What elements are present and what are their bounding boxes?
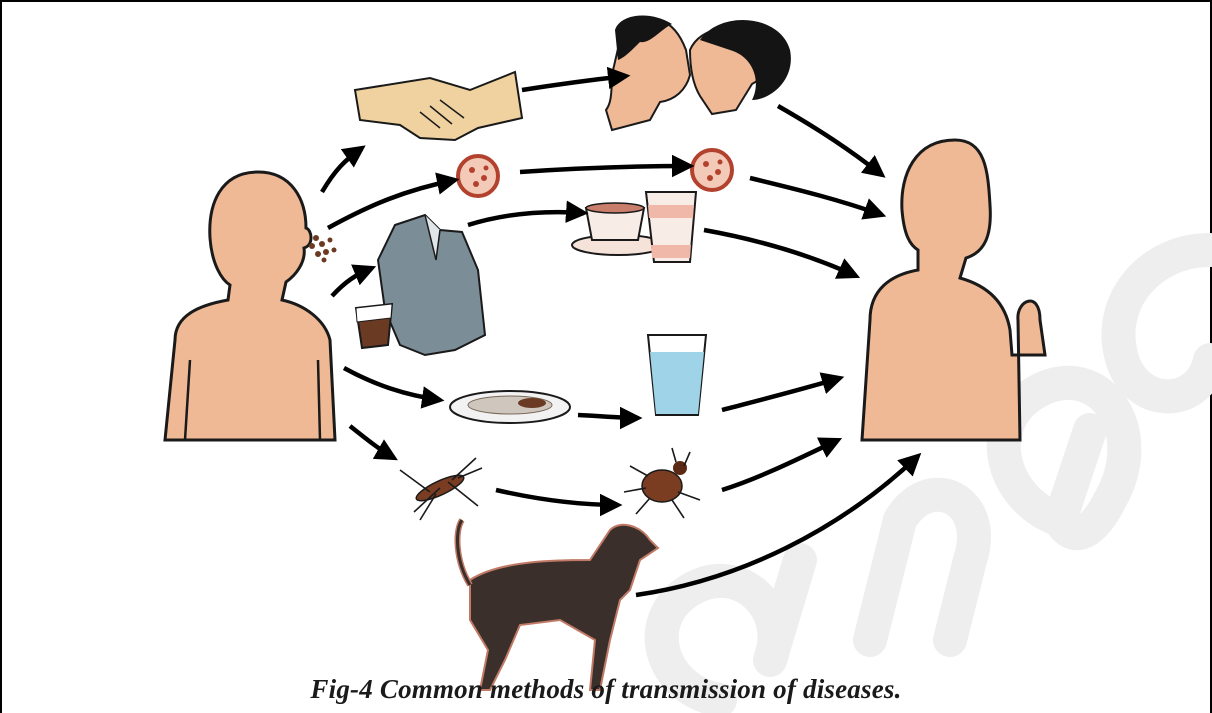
water-glass-icon [648,335,706,415]
figure-caption: Fig-4 Common methods of transmission of … [0,674,1212,705]
contaminated-clothes-icon [356,215,485,355]
food-plate-icon [450,391,570,423]
insect-vector-icon [400,458,482,520]
healthy-person [862,140,1045,440]
droplet-spray-icon [309,235,337,263]
cup-and-glass-icon [572,192,696,262]
handshake-icon [355,72,522,140]
kissing-couple-icon [606,15,791,130]
infected-person [165,172,335,440]
dog-icon [457,520,658,690]
tick-vector-icon [624,448,700,518]
germ-icon-2 [692,150,732,190]
germ-icon-1 [458,156,498,196]
